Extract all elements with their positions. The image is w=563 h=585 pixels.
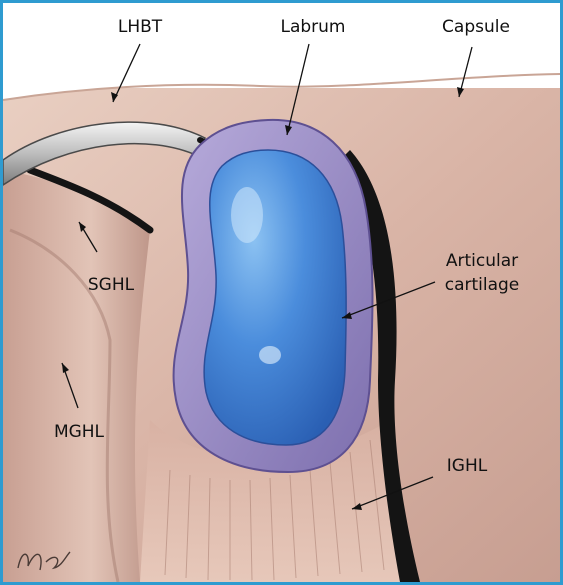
label-mghl: MGHL [54, 422, 105, 442]
label-ighl: IGHL [447, 456, 488, 476]
label-articular-cartilage-line2: cartilage [445, 275, 520, 295]
label-capsule: Capsule [442, 17, 510, 37]
illustration [3, 60, 560, 582]
label-articular-cartilage-line1: Articular [446, 251, 518, 271]
cartilage-highlight-lower [259, 346, 281, 364]
articular-cartilage [204, 150, 346, 445]
label-lhbt: LHBT [118, 17, 163, 37]
cartilage-highlight [231, 187, 263, 243]
label-labrum: Labrum [280, 17, 345, 37]
left-ligament-fold [3, 170, 150, 582]
label-sghl: SGHL [88, 275, 135, 295]
